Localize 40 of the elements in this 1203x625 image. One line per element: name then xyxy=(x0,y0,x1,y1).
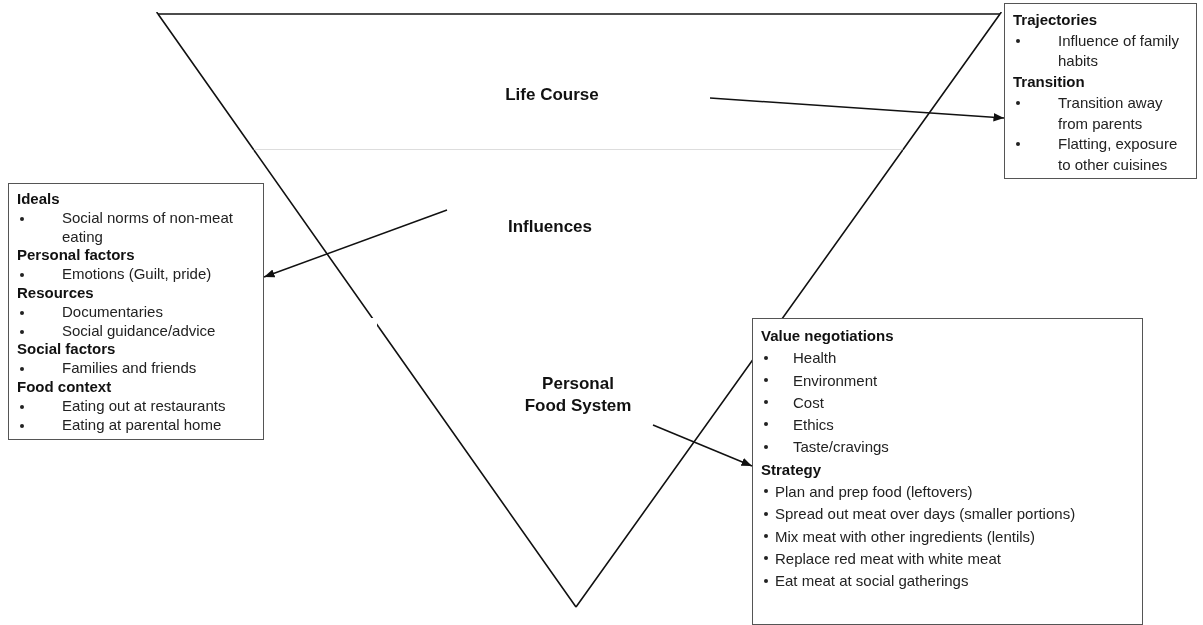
bullet-item: Plan and prep food (leftovers) xyxy=(761,481,1104,504)
panel-heading: Personal factors xyxy=(17,246,136,266)
bullet-item: Influence of family habits xyxy=(1013,30,1190,73)
bullet-item: Social guidance/advice xyxy=(17,321,257,341)
bullet-item: Mix meat with other ingredients (lentils) xyxy=(761,525,1104,548)
arrow xyxy=(652,424,753,467)
bullet-item: Cost xyxy=(761,391,1104,415)
panel-heading: Transition xyxy=(1013,72,1086,93)
info-panel xyxy=(752,318,1143,625)
panel-heading: Ideals xyxy=(17,190,61,209)
bullet-item: Documentaries xyxy=(17,302,257,322)
funnel-section xyxy=(156,12,1002,150)
bullet-item: Spread out meat over days (smaller portions) xyxy=(761,503,1104,526)
info-panel xyxy=(8,183,264,440)
bullet-item: Emotions (Guilt, pride) xyxy=(17,265,257,284)
bullet-item: Taste/cravings xyxy=(761,436,1104,459)
arrow xyxy=(263,209,448,278)
panel-heading: Resources xyxy=(17,284,95,303)
bullet-item: Eating at parental home xyxy=(17,415,257,435)
bullet-item: Eat meat at social gatherings xyxy=(761,570,1104,593)
arrow xyxy=(709,97,1005,122)
panel-heading: Value negotiations xyxy=(761,326,895,346)
bullet-item: Eating out at restaurants xyxy=(17,396,257,416)
bullet-item: Social norms of non-meat eating xyxy=(17,208,257,247)
panel-heading: Social factors xyxy=(17,340,117,360)
bullet-item: Transition away from parents xyxy=(1013,92,1190,135)
bullet-item: Health xyxy=(761,347,1104,370)
section-title: Influences xyxy=(506,216,594,238)
bullet-item: Ethics xyxy=(761,414,1104,437)
panel-heading: Food context xyxy=(17,377,113,397)
bullet-item: Flatting, exposure to other cuisines xyxy=(1013,134,1190,176)
bullet-item: Replace red meat with white meat xyxy=(761,547,1104,571)
info-panel xyxy=(1004,3,1197,179)
funnel-section xyxy=(253,150,905,318)
bullet-item: Environment xyxy=(761,369,1104,392)
panel-heading: Strategy xyxy=(761,459,823,480)
section-title: Life Course xyxy=(504,84,600,106)
section-title: Personal Food System xyxy=(523,373,633,417)
bullet-item: Families and friends xyxy=(17,359,257,378)
panel-heading: Trajectories xyxy=(1013,10,1099,30)
